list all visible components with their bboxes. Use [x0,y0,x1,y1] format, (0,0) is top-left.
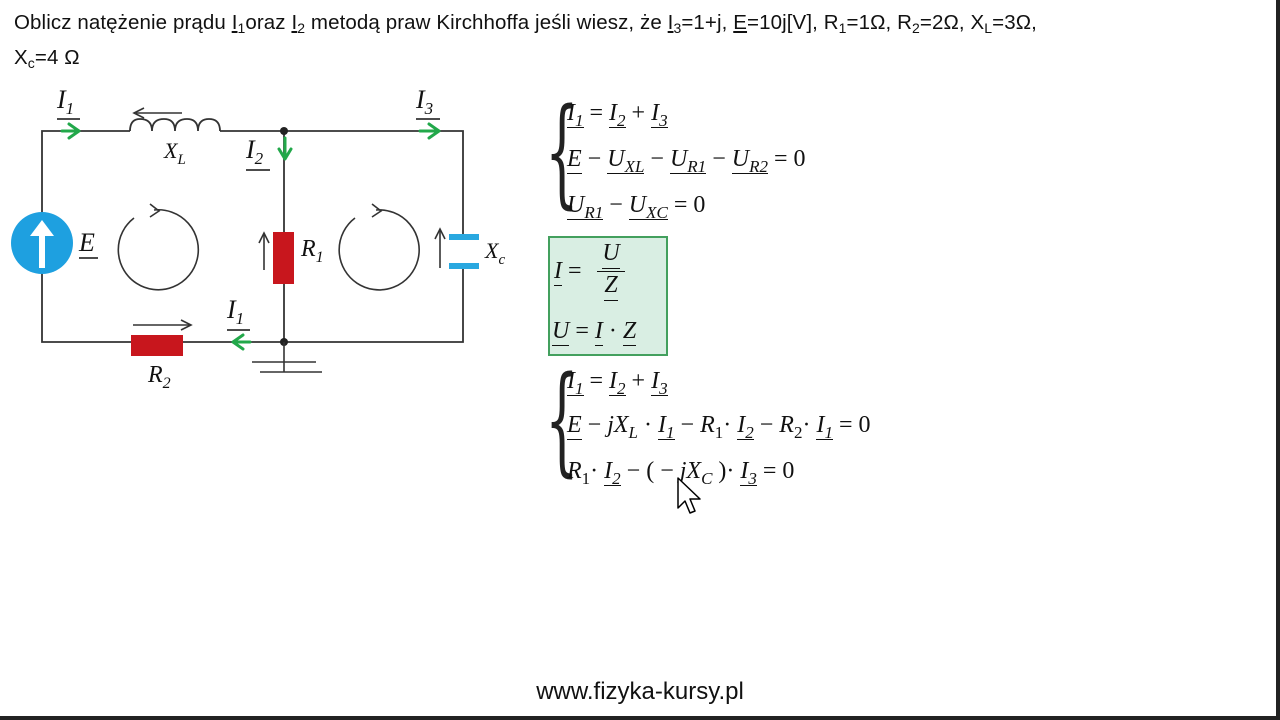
arrow-up-icon [258,231,270,270]
problem-text: metodą praw Kirchhoffa jeśli wiesz, że [305,11,668,34]
label-xl: XL [163,138,186,168]
problem-e: E [733,11,748,34]
problem-i3: I3 [667,11,682,36]
ohm-equation: I = [554,258,582,286]
problem-statement: Oblicz natężenie prądu I1oraz I2 metodą … [14,8,1274,78]
resistor-icon [273,232,294,284]
problem-i2: I2 [291,11,306,36]
circuit-wires [41,130,464,343]
junction-dot [280,127,288,135]
problem-sub: c [27,55,35,71]
equation: E − UXL − UR1 − UR2 = 0 [567,146,806,176]
equation: R1· I2 − ( − jXC )· I3 = 0 [567,458,795,488]
label-i1-top: I1 [56,85,74,118]
equation: E − jXL · I1 − R1· I2 − R2· I1 = 0 [567,412,871,442]
problem-text: =1Ω, R [846,11,913,34]
ground-icon [252,342,322,373]
inductor-icon [129,118,221,132]
problem-text: =2Ω, X [919,11,985,34]
equation: UR1 − UXC = 0 [567,192,706,222]
label-i1-bottom: I1 [226,295,244,328]
problem-text: =1+j, [681,11,734,34]
circuit-diagram: I1 XL I2 I3 E R1 Xc I1 R2 [11,85,505,390]
label-r2: R2 [147,362,171,390]
label-r1: R1 [300,236,324,266]
problem-text: =3Ω, [992,11,1037,34]
current-arrows [60,122,441,351]
fraction: U Z [597,240,625,301]
ohm-equation: U = I · Z [552,318,637,346]
problem-text: =10j[V], R [747,11,839,34]
brace-icon: { [545,82,579,220]
resistor-icon [131,335,183,356]
arrow-up-icon [434,227,446,268]
footer-url[interactable]: www.fizyka-kursy.pl [536,678,744,705]
problem-text: Oblicz natężenie prądu [14,11,232,34]
problem-sub: 2 [912,20,920,36]
problem-text: oraz [245,11,292,34]
mouse-cursor-icon [677,477,701,514]
problem-sub: 1 [838,20,847,36]
problem-text: =4 Ω [34,46,80,69]
arrow-left-icon [132,107,145,119]
problem-text: X [14,46,28,69]
equation: I1 = I2 + I3 [567,368,668,398]
label-i2: I2 [245,135,264,168]
loop-arrow-icon [117,203,200,291]
ohm-law-box [548,236,668,356]
equation: I1 = I2 + I3 [567,100,668,130]
problem-i1: I1 [231,11,246,36]
capacitor-icon [449,234,479,269]
problem-sub: L [984,20,993,36]
loop-arrow-icon [338,203,420,291]
brace-icon: { [545,350,579,488]
arrow-right-icon [133,319,193,331]
voltage-source-icon [11,212,73,274]
label-e: E [78,228,95,257]
label-xc: Xc [484,238,505,268]
label-i3: I3 [415,85,433,118]
